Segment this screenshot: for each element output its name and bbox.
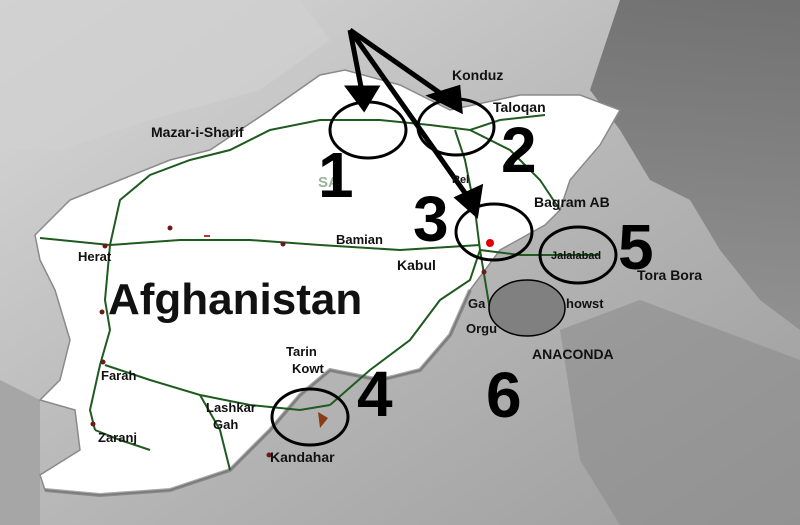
zone-number-3: 3 [413, 183, 449, 255]
label-kandahar: Kandahar [270, 449, 335, 465]
mountain-region-south [560, 300, 800, 525]
label-gardez: Ga [468, 296, 486, 311]
mountain-region [590, 0, 800, 330]
arrow-head-3 [453, 183, 484, 219]
city-dot-icon [100, 359, 106, 365]
arrow-head-2 [425, 84, 463, 115]
label-kowt: Kowt [292, 361, 324, 376]
city-dash-icon [204, 235, 210, 237]
province-hint-label: SA [318, 174, 339, 191]
label-rel: Rel [452, 174, 470, 186]
label-farah: Farah [101, 368, 137, 383]
label-gah: Gah [213, 417, 239, 432]
zone-5-ellipse [538, 225, 618, 285]
northern-plain [0, 0, 330, 150]
zone-4-ellipse [270, 387, 350, 447]
arrow-to-zone-1 [347, 29, 365, 93]
city-dot-icon [102, 243, 108, 249]
zone-number-5: 5 [618, 211, 654, 283]
city-markers [90, 225, 494, 458]
arrow-head-1 [344, 85, 381, 113]
city-dot-icon [167, 225, 173, 231]
label-anaconda: ANACONDA [532, 346, 614, 362]
label-lashkar: Lashkar [206, 400, 256, 415]
label-bagram-ab: Bagram AB [534, 194, 610, 210]
road-network [39, 114, 600, 471]
label-mazar-i-sharif: Mazar-i-Sharif [151, 124, 244, 140]
city-dot-icon [266, 452, 272, 458]
arrow-to-zone-2 [348, 27, 452, 103]
label-konduz: Konduz [452, 67, 504, 83]
kabul-capital-icon [486, 239, 494, 247]
zone-6-anaconda-area [488, 279, 566, 337]
country-label: Afghanistan [108, 275, 363, 324]
label-tarin: Tarin [286, 344, 317, 359]
city-dot-icon [280, 241, 286, 247]
label-bamian: Bamian [336, 232, 383, 247]
label-khowst: howst [566, 296, 604, 311]
western-desert [0, 380, 40, 525]
city-dot-icon [99, 309, 105, 315]
label-orgun: Orgu [466, 321, 498, 336]
zone-number-1: 1 [318, 139, 354, 211]
zone-3-ellipse [454, 202, 534, 262]
label-herat: Herat [78, 249, 112, 264]
label-taloqan: Taloqan [493, 99, 546, 115]
label-kabul: Kabul [397, 257, 436, 273]
label-tora-bora: Tora Bora [637, 267, 703, 283]
city-dot-icon [481, 269, 487, 275]
zone-number-4: 4 [357, 358, 393, 430]
zone-number-2: 2 [501, 114, 537, 186]
zone-number-6: 6 [486, 359, 522, 431]
city-dot-icon [90, 421, 96, 427]
kandahar-marker-icon [318, 412, 328, 428]
label-zaranj: Zaranj [98, 430, 138, 445]
attack-arrows [344, 27, 484, 219]
arrow-to-zone-3 [347, 28, 473, 202]
border-shadow [44, 289, 472, 498]
label-jalalabad: Jalalabad [551, 250, 602, 262]
